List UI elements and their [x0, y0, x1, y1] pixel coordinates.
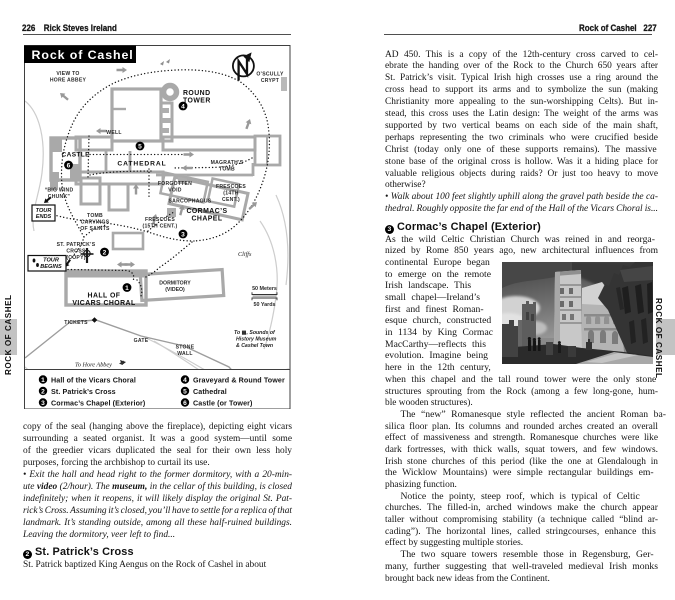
- svg-text:5: 5: [138, 143, 142, 150]
- svg-text:FORGOTTEN: FORGOTTEN: [158, 181, 192, 187]
- svg-text:Cormac’s Chapel (Exterior): Cormac’s Chapel (Exterior): [51, 399, 146, 407]
- svg-text:2: 2: [41, 388, 45, 395]
- svg-text:St. Patrick’s Cross: St. Patrick’s Cross: [51, 388, 116, 396]
- svg-text:CORMAC’S: CORMAC’S: [186, 208, 227, 215]
- svg-text:3: 3: [181, 231, 185, 238]
- svg-text:Graveyard & Round Tower: Graveyard & Round Tower: [193, 376, 285, 384]
- svg-text:CENT.): CENT.): [222, 197, 240, 203]
- svg-text:CASTLE: CASTLE: [62, 151, 91, 158]
- svg-text:5: 5: [183, 388, 187, 395]
- svg-text:MAGRATH’S: MAGRATH’S: [211, 160, 244, 166]
- svg-text:3: 3: [41, 400, 45, 407]
- svg-text:HORE ABBEY: HORE ABBEY: [50, 77, 87, 83]
- svg-text:& Cashel Town: & Cashel Town: [236, 343, 273, 349]
- svg-text:DORMITORY: DORMITORY: [159, 280, 191, 286]
- svg-text:WALL: WALL: [177, 351, 192, 357]
- svg-text:4: 4: [183, 377, 187, 384]
- svg-text:(15TH CENT.): (15TH CENT.): [143, 223, 178, 229]
- svg-text:SARCOPHAGUS: SARCOPHAGUS: [169, 198, 212, 204]
- svg-text:TOUR: TOUR: [43, 257, 59, 263]
- svg-text:To ▦, Sounds of: To ▦, Sounds of: [234, 330, 276, 336]
- svg-text:4: 4: [181, 103, 185, 110]
- svg-text:WELL: WELL: [106, 130, 121, 136]
- svg-text:CARVINGS: CARVINGS: [81, 219, 110, 225]
- svg-text:TOMB: TOMB: [87, 213, 103, 219]
- svg-text:To Hore Abbey: To Hore Abbey: [75, 361, 112, 368]
- svg-text:CRYPT: CRYPT: [261, 78, 280, 84]
- svg-text:FRESCOES: FRESCOES: [216, 184, 246, 190]
- svg-text:50 Meters: 50 Meters: [252, 286, 277, 292]
- svg-text:“BIG WIND: “BIG WIND: [45, 187, 74, 193]
- svg-text:(14TH: (14TH: [223, 190, 238, 196]
- svg-text:OF SAINTS: OF SAINTS: [80, 226, 110, 232]
- svg-text:STONE: STONE: [176, 344, 195, 350]
- svg-text:6: 6: [67, 162, 71, 169]
- svg-text:ENDS: ENDS: [36, 214, 52, 220]
- svg-text:VICARS CHORAL: VICARS CHORAL: [72, 300, 135, 307]
- svg-text:GATE: GATE: [134, 338, 149, 344]
- svg-text:(VIDEO): (VIDEO): [165, 287, 185, 293]
- svg-text:Hall of the Vicars Choral: Hall of the Vicars Choral: [51, 376, 136, 384]
- svg-text:FRESCOES: FRESCOES: [145, 217, 175, 223]
- svg-text:CHUNK”: CHUNK”: [48, 194, 71, 200]
- svg-text:VOID: VOID: [168, 187, 182, 193]
- svg-text:Rock of Cashel: Rock of Cashel: [32, 47, 134, 61]
- svg-text:50 Yards: 50 Yards: [253, 302, 275, 308]
- svg-text:CATHEDRAL: CATHEDRAL: [117, 160, 166, 167]
- svg-text:O’SCULLY: O’SCULLY: [256, 71, 284, 77]
- svg-text:TICKETS: TICKETS: [64, 320, 88, 326]
- svg-text:History Museum: History Museum: [236, 336, 277, 342]
- svg-text:TOMB: TOMB: [219, 166, 235, 172]
- svg-text:BEGINS: BEGINS: [40, 264, 62, 270]
- svg-text:1: 1: [125, 285, 129, 292]
- svg-text:Cathedral: Cathedral: [193, 388, 227, 396]
- svg-text:Castle (or Tower): Castle (or Tower): [193, 399, 253, 407]
- svg-text:HALL OF: HALL OF: [88, 292, 121, 299]
- svg-text:TOWER: TOWER: [183, 97, 211, 104]
- svg-text:Cliffs: Cliffs: [238, 251, 252, 258]
- svg-text:(COPY): (COPY): [66, 255, 85, 261]
- svg-text:6: 6: [183, 400, 187, 407]
- svg-text:2: 2: [103, 249, 107, 256]
- svg-text:1: 1: [41, 377, 45, 384]
- svg-text:CHAPEL: CHAPEL: [191, 215, 222, 222]
- svg-text:ROUND: ROUND: [183, 90, 211, 97]
- svg-text:ST. PATRICK’S: ST. PATRICK’S: [57, 242, 96, 248]
- svg-text:CROSS: CROSS: [66, 248, 86, 254]
- svg-text:VIEW TO: VIEW TO: [56, 71, 79, 77]
- svg-text:TOUR: TOUR: [36, 207, 52, 213]
